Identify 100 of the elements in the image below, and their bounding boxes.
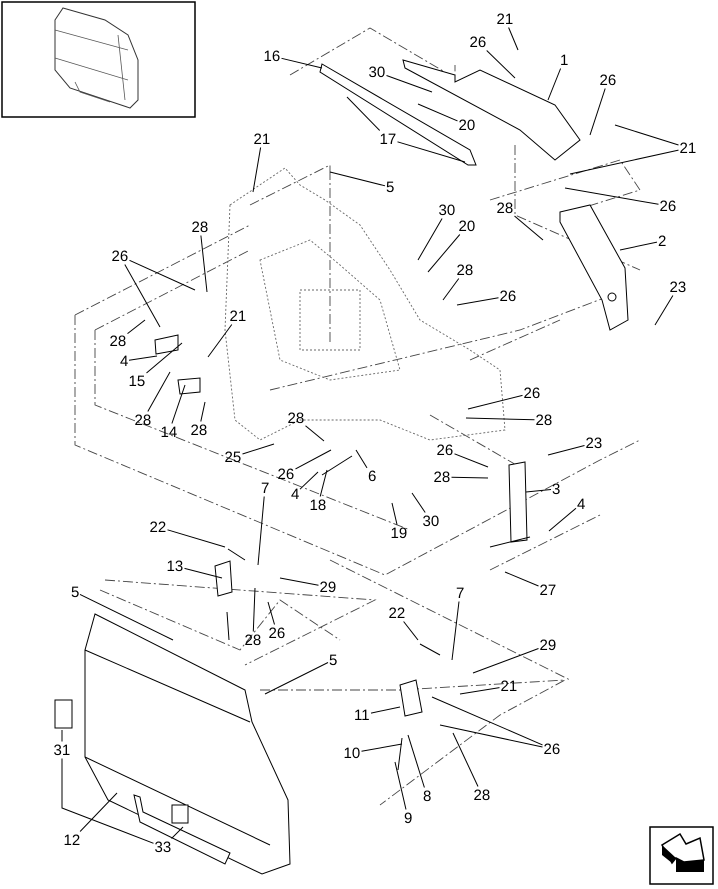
callout-number: 30 bbox=[438, 202, 456, 218]
leader-line bbox=[80, 792, 118, 832]
callout-number: 29 bbox=[320, 580, 336, 594]
leader-line bbox=[127, 320, 146, 334]
leader-line bbox=[129, 260, 196, 290]
callout-number: 28 bbox=[244, 632, 262, 648]
leader-line bbox=[460, 687, 500, 694]
leader-line bbox=[392, 502, 398, 525]
callout-number: 20 bbox=[458, 218, 476, 234]
callout-number: 6 bbox=[368, 468, 376, 484]
leader-line bbox=[394, 762, 406, 810]
leader-line bbox=[456, 297, 499, 306]
callout-number: 28 bbox=[288, 410, 304, 426]
callout-number: 30 bbox=[422, 514, 440, 528]
leader-line bbox=[361, 744, 402, 752]
callout-number: 4 bbox=[291, 486, 300, 502]
leader-line bbox=[564, 188, 659, 205]
callout-number: 5 bbox=[329, 652, 338, 668]
callout-number: 26 bbox=[470, 34, 486, 50]
callout-number: 30 bbox=[368, 64, 386, 80]
leader-line bbox=[440, 724, 543, 748]
callout-number: 28 bbox=[536, 412, 552, 428]
callout-number: 9 bbox=[404, 810, 412, 826]
callout-number: 5 bbox=[71, 584, 80, 600]
callout-number: 23 bbox=[670, 280, 686, 294]
leader-line bbox=[258, 496, 265, 566]
leader-line bbox=[80, 594, 174, 640]
leader-line bbox=[442, 278, 460, 300]
callout-number: 26 bbox=[544, 742, 560, 756]
leader-line bbox=[320, 470, 328, 497]
callout-number: 28 bbox=[192, 220, 208, 234]
callout-number: 28 bbox=[474, 788, 490, 802]
callout-number: 26 bbox=[500, 288, 516, 304]
callout-number: 7 bbox=[456, 586, 464, 600]
leader-line bbox=[418, 104, 458, 122]
leader-line bbox=[590, 88, 606, 136]
leader-line bbox=[548, 445, 585, 456]
callout-number: 27 bbox=[540, 582, 556, 598]
leader-line bbox=[548, 68, 562, 100]
leader-line bbox=[281, 58, 322, 68]
leader-line bbox=[548, 508, 576, 532]
callout-number: 12 bbox=[64, 832, 80, 848]
leader-line bbox=[295, 450, 332, 470]
callout-number: 26 bbox=[278, 466, 294, 482]
leader-line bbox=[242, 444, 274, 454]
leader-line bbox=[167, 529, 226, 548]
leader-line bbox=[526, 489, 552, 492]
leader-line bbox=[300, 472, 318, 490]
leader-line bbox=[452, 732, 478, 787]
callout-number: 31 bbox=[54, 742, 70, 758]
leader-line bbox=[370, 706, 400, 714]
callout-number: 26 bbox=[524, 386, 540, 400]
callout-number: 25 bbox=[224, 450, 242, 464]
callout-number: 26 bbox=[660, 198, 676, 214]
callout-number: 28 bbox=[434, 470, 450, 484]
leader-line bbox=[280, 578, 319, 586]
leader-line bbox=[468, 394, 523, 410]
leader-line bbox=[472, 648, 539, 674]
leader-line bbox=[305, 425, 324, 442]
callout-number: 28 bbox=[134, 412, 152, 428]
callout-number: 26 bbox=[600, 72, 616, 88]
callout-number: 14 bbox=[160, 424, 178, 440]
leader-line bbox=[454, 453, 488, 468]
leader-line bbox=[408, 734, 425, 788]
callout-number: 23 bbox=[586, 436, 602, 450]
leader-line bbox=[412, 492, 426, 513]
callout-number: 5 bbox=[386, 180, 394, 194]
leader-line bbox=[386, 75, 432, 92]
callout-number: 20 bbox=[458, 118, 476, 132]
callout-number: 1 bbox=[560, 52, 568, 68]
leader-line bbox=[124, 264, 160, 328]
callout-number: 22 bbox=[388, 606, 406, 620]
leader-line bbox=[451, 476, 488, 478]
callout-number: 22 bbox=[150, 520, 166, 534]
callout-number: 21 bbox=[680, 140, 696, 156]
leader-line bbox=[486, 50, 516, 78]
callout-number: 21 bbox=[500, 678, 518, 694]
leader-line bbox=[147, 372, 170, 412]
callout-number: 28 bbox=[496, 200, 514, 216]
leader-line bbox=[128, 356, 158, 361]
callout-number: 21 bbox=[230, 308, 246, 324]
leader-line bbox=[570, 150, 679, 174]
leader-line bbox=[62, 758, 154, 844]
leader-line bbox=[200, 402, 206, 422]
leader-line bbox=[614, 124, 679, 146]
callout-number: 15 bbox=[128, 374, 146, 388]
leader-line bbox=[514, 216, 544, 240]
callout-number: 28 bbox=[190, 422, 208, 438]
callout-number: 18 bbox=[310, 498, 326, 512]
leader-line bbox=[184, 568, 222, 578]
leader-line bbox=[428, 234, 460, 272]
leader-line bbox=[252, 588, 256, 632]
leader-line bbox=[252, 147, 262, 192]
callout-number: 19 bbox=[390, 526, 408, 540]
callout-number: 29 bbox=[540, 638, 556, 652]
callout-number: 10 bbox=[344, 746, 360, 760]
leader-line bbox=[432, 696, 543, 746]
callout-number: 26 bbox=[268, 626, 286, 640]
leader-line bbox=[654, 295, 674, 326]
callout-number: 2 bbox=[658, 234, 666, 248]
